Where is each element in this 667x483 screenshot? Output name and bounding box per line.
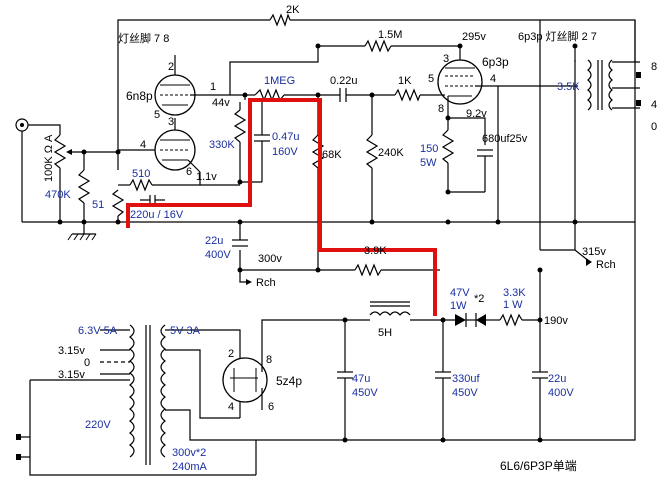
label-z-47v: 47V	[450, 287, 470, 299]
label-r-51: 51	[92, 199, 104, 211]
label-c-220: 220u / 16V	[130, 209, 184, 221]
label-r-35k: 3.5K	[557, 81, 580, 93]
label-t-315a: 3.15v	[58, 345, 85, 357]
label-c-680: 680uf25v	[482, 133, 528, 145]
label-t-0: 0	[84, 357, 90, 369]
label-v-300: 300v	[258, 253, 282, 265]
label-b-295: 295v	[462, 31, 486, 43]
tube-6p3p	[437, 46, 499, 222]
label-rch-right: Rch	[596, 259, 616, 271]
label-t-5v: 5V 3A	[170, 325, 201, 337]
label-rch-left: Rch	[256, 277, 276, 289]
label-pin6: 6	[186, 166, 192, 178]
schematic-title: 6L6/6P3P单端	[500, 459, 577, 473]
label-r-470k: 470K	[45, 189, 71, 201]
label-r-1k: 1K	[398, 75, 412, 87]
output-transformer	[498, 46, 641, 250]
label-r-240k: 240K	[378, 147, 404, 159]
label-c-400v-top: 400V	[205, 249, 231, 261]
label-r-5w: 5W	[420, 157, 437, 169]
rectifier-5z4p	[222, 319, 370, 418]
label-v-92: 9.2v	[466, 108, 487, 120]
label-tube-6p3p: 6p3p	[482, 55, 509, 69]
label-c-22u-top: 22u	[205, 235, 223, 247]
label-t-315b: 3.15v	[58, 369, 85, 381]
label-v-11: 1.1v	[196, 171, 217, 183]
power-transformer	[16, 324, 256, 476]
filter-caps	[255, 20, 636, 475]
label-rect-pin4: 4	[228, 401, 234, 413]
b-plus-line	[232, 20, 592, 285]
zener-diodes	[455, 270, 541, 360]
red-modification-wire	[126, 98, 437, 316]
label-pin3: 3	[443, 53, 449, 65]
label-r-2k: 2K	[286, 4, 300, 16]
label-out-8: 8	[651, 61, 657, 73]
label-pin2: 2	[168, 61, 174, 73]
label-r-1meg: 1MEG	[264, 75, 295, 87]
label-v-44: 44v	[212, 97, 230, 109]
label-z-1w: 1W	[450, 300, 467, 312]
label-c-330: 330uf	[452, 373, 480, 385]
label-c-47u: 47u	[352, 373, 370, 385]
label-v-315: 315v	[582, 246, 606, 258]
label-rect-pin8: 8	[266, 354, 272, 366]
label-r-1-5m: 1.5M	[378, 29, 402, 41]
label-t-63: 6.3V 5A	[78, 325, 118, 337]
label-rect-pin2: 2	[228, 348, 234, 360]
label-r-330k: 330K	[209, 139, 235, 151]
resistor-1-5m	[318, 39, 460, 53]
tube-6n8p	[154, 62, 230, 173]
label-pin5-right: 5	[428, 73, 434, 85]
label-c-450a: 450V	[352, 387, 378, 399]
label-pin4-right: 4	[490, 73, 496, 85]
label-c-450b: 450V	[452, 387, 478, 399]
label-c-047: 0.47u	[272, 131, 300, 143]
label-c-22u-b: 22u	[548, 373, 566, 385]
label-l-5h: 5H	[378, 327, 392, 339]
label-r-39k: 3.9K	[364, 245, 387, 257]
label-r-68k: 68K	[322, 149, 342, 161]
label-z-x2: *2	[474, 293, 484, 305]
label-r-150: 150	[420, 143, 438, 155]
label-out-4: 4	[651, 99, 657, 111]
label-pin8-right: 8	[438, 103, 444, 115]
input-network	[15, 118, 240, 241]
label-rect-pin6: 6	[268, 401, 274, 413]
label-pot-100k: 100K Ω A	[43, 134, 55, 182]
label-tube-5z4p: 5z4p	[276, 374, 302, 388]
label-c-022: 0.22u	[330, 75, 358, 87]
label-out-0: 0	[651, 121, 657, 133]
label-heater-right: 6p3p 灯丝脚 2 7	[518, 29, 597, 43]
label-v-190: 190v	[544, 315, 568, 327]
junction-dots	[57, 43, 578, 443]
label-t-220: 220V	[85, 419, 111, 431]
label-c-160: 160V	[272, 146, 298, 158]
label-tube-6n8p: 6n8p	[126, 89, 153, 103]
label-r-1w: 1 W	[503, 299, 523, 311]
label-heater-left: 灯丝脚 7 8	[118, 31, 169, 45]
label-t-240: 240mA	[172, 461, 208, 473]
label-pin3-left: 3	[168, 116, 174, 128]
label-t-300: 300v*2	[172, 447, 206, 459]
label-pin4-left: 4	[140, 139, 146, 151]
label-r-510: 510	[132, 168, 150, 180]
label-r-33k: 3.3K	[503, 287, 526, 299]
label-pin1: 1	[210, 81, 216, 93]
label-pin5-left: 5	[154, 109, 160, 121]
label-c-400v-b: 400V	[548, 387, 574, 399]
choke-5h	[369, 301, 455, 321]
